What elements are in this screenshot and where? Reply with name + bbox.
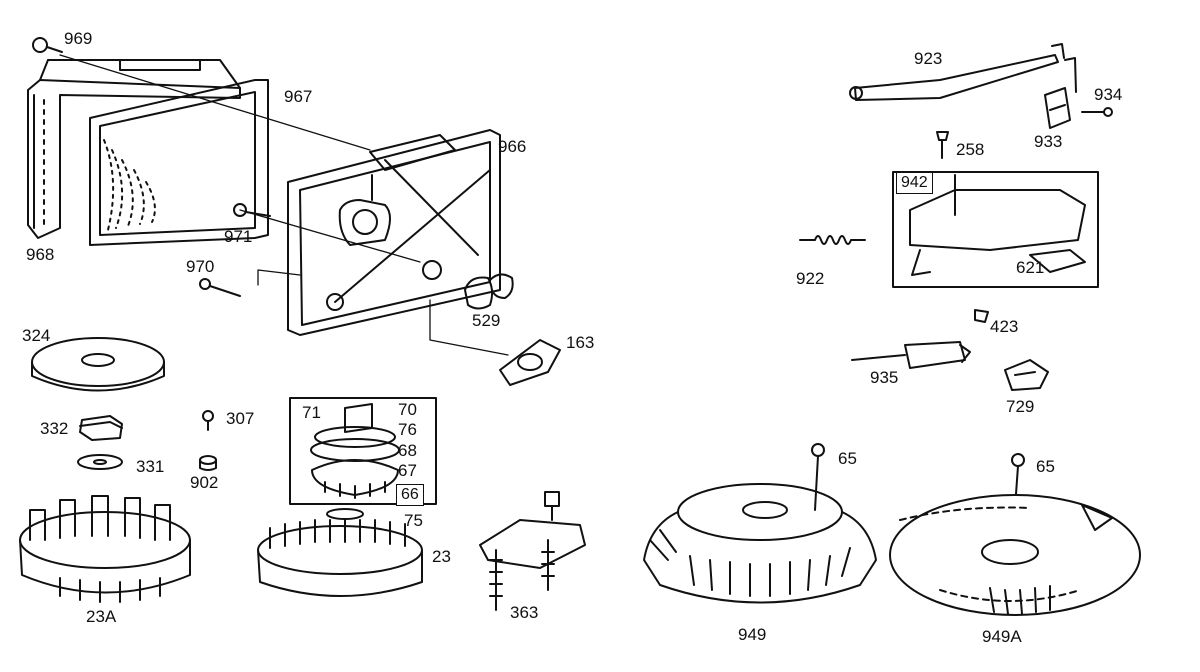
link-923 xyxy=(849,43,1065,101)
blower-housing-949 xyxy=(643,483,877,604)
back-plate-966 xyxy=(287,129,501,336)
screw-970 xyxy=(199,278,241,297)
stator-plate-324 xyxy=(31,337,165,392)
clutch-assembly-box-66 xyxy=(289,397,437,505)
air-cleaner-base-968 xyxy=(27,59,241,239)
label-923: 923 xyxy=(914,49,943,68)
gasket-163 xyxy=(499,339,561,386)
label-68: 68 xyxy=(398,441,417,460)
label-324: 324 xyxy=(22,326,51,345)
screw-65-left xyxy=(811,443,825,511)
cable-935 xyxy=(851,341,971,369)
label-75: 75 xyxy=(404,511,423,530)
bracket-363 xyxy=(479,491,586,611)
label-67: 67 xyxy=(398,461,417,480)
label-65-right: 65 xyxy=(1036,457,1055,476)
part-902 xyxy=(199,455,217,471)
label-968: 968 xyxy=(26,245,55,264)
washer-75 xyxy=(326,508,364,520)
label-258: 258 xyxy=(956,140,985,159)
label-163: 163 xyxy=(566,333,595,352)
label-76: 76 xyxy=(398,420,417,439)
screw-934 xyxy=(1081,107,1113,117)
label-23: 23 xyxy=(432,547,451,566)
screw-65-right xyxy=(1011,453,1025,495)
screw-971 xyxy=(233,203,271,217)
part-729 xyxy=(1004,359,1049,391)
label-934: 934 xyxy=(1094,85,1123,104)
label-922: 922 xyxy=(796,269,825,288)
label-363: 363 xyxy=(510,603,539,622)
screw-258 xyxy=(936,131,949,159)
label-935: 935 xyxy=(870,368,899,387)
label-332: 332 xyxy=(40,419,69,438)
label-66: 66 xyxy=(396,484,424,506)
nut-332 xyxy=(79,415,123,441)
flywheel-23A xyxy=(19,495,191,603)
label-307: 307 xyxy=(226,409,255,428)
label-65-left: 65 xyxy=(838,449,857,468)
control-bracket-box-942 xyxy=(892,171,1099,288)
washer-331 xyxy=(77,454,123,470)
label-971: 971 xyxy=(224,227,253,246)
bracket-933 xyxy=(1044,57,1077,129)
filter-element-967 xyxy=(89,79,269,246)
label-902: 902 xyxy=(190,473,219,492)
part-423 xyxy=(974,309,989,323)
label-23A: 23A xyxy=(86,607,117,626)
spring-922 xyxy=(799,235,866,245)
blower-housing-949A xyxy=(889,494,1141,616)
label-970: 970 xyxy=(186,257,215,276)
screw-307 xyxy=(202,410,214,431)
assembly-lines xyxy=(59,54,509,356)
screw-969 xyxy=(32,37,63,53)
label-729: 729 xyxy=(1006,397,1035,416)
label-529: 529 xyxy=(472,311,501,330)
label-621: 621 xyxy=(1016,258,1045,277)
label-942: 942 xyxy=(896,172,933,194)
label-70: 70 xyxy=(398,400,417,419)
label-949: 949 xyxy=(738,625,767,644)
label-331: 331 xyxy=(136,457,165,476)
label-966: 966 xyxy=(498,137,527,156)
label-933: 933 xyxy=(1034,132,1063,151)
grommet-529 xyxy=(464,273,514,310)
flywheel-23 xyxy=(257,519,423,597)
label-71: 71 xyxy=(302,403,321,422)
label-967: 967 xyxy=(284,87,313,106)
label-423: 423 xyxy=(990,317,1019,336)
label-949A: 949A xyxy=(982,627,1022,646)
label-969: 969 xyxy=(64,29,93,48)
